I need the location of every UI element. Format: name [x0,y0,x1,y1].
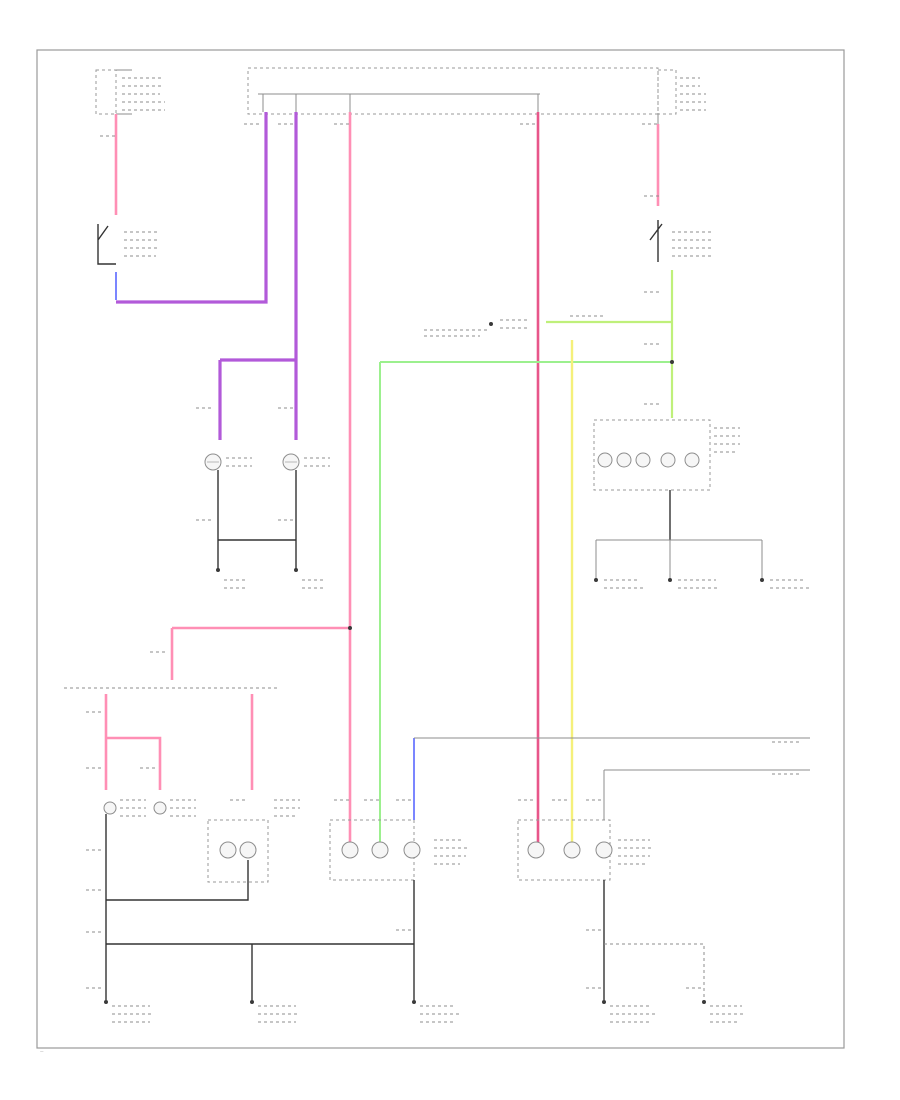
lamp-lower-left-a [103,801,117,815]
stop-light-switch [649,220,712,262]
lamp-lower-left-b [153,801,167,815]
lamp-left-a [204,453,222,471]
diagram-border [36,49,845,1049]
rear-lamp-cluster [593,419,740,491]
figure-number-label: — [40,1049,44,1053]
combination-switch [97,224,160,265]
tail-lamp-right [517,819,654,881]
lamp-left-b [282,453,300,471]
fuse-block-right [247,67,706,115]
fuse-block-left [95,69,165,115]
tail-lamp-left [329,819,470,881]
license-lamp-box [207,799,300,883]
